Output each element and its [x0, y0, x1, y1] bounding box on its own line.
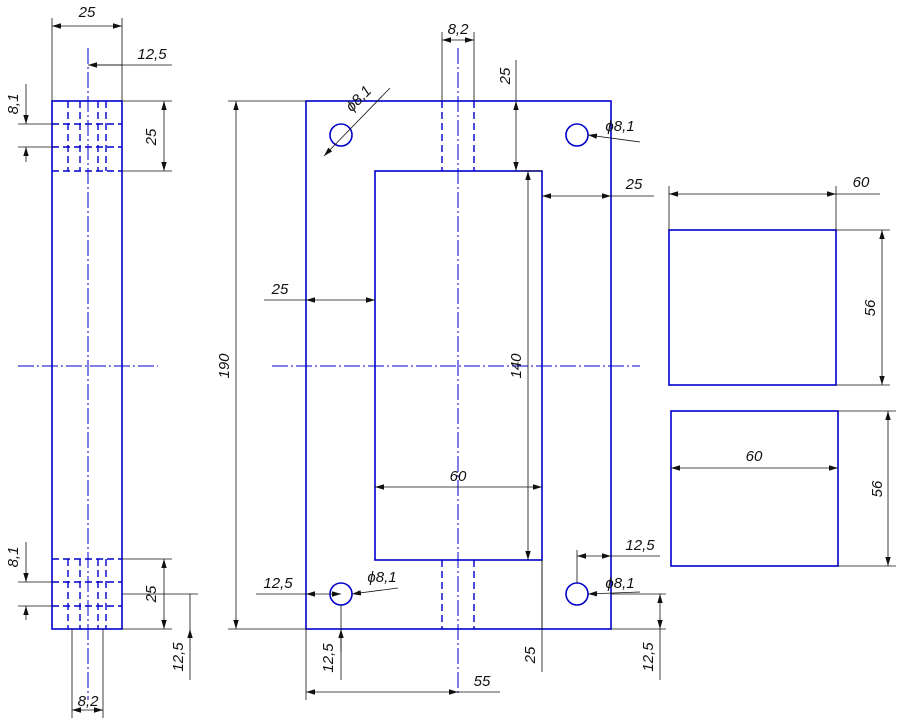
front-view-dimensions: 8,2 25 ϕ8,1 ϕ8,1 25 25 190 [216, 21, 666, 700]
mounting-hole-top-left [329, 123, 353, 147]
dim-front-height: 190 [216, 353, 233, 379]
dim-front-window-height: 140 [508, 353, 525, 379]
side-view: 25 12,5 8,1 25 8,1 25 [5, 4, 198, 718]
dim-front-left-offset: 12,5 [263, 575, 293, 592]
dim-side-top-hole: 8,1 [5, 94, 22, 115]
dim-side-top-offset: 12,5 [137, 46, 167, 63]
dim-front-bottom-left: 12,5 [320, 643, 337, 673]
dim-plate-bottom-height: 56 [869, 480, 886, 497]
side-view-bottom-holes [52, 558, 122, 629]
dim-front-bottom-right: 12,5 [640, 642, 657, 672]
dim-front-hole-bottom-right: ϕ8,1 [605, 575, 634, 592]
dim-front-right-offset: 12,5 [625, 537, 655, 554]
dim-side-bottom-hole: 8,1 [5, 547, 22, 568]
side-view-outline [51, 100, 123, 630]
dim-plate-bottom-width: 60 [746, 448, 763, 465]
dim-front-half-width: 55 [474, 673, 491, 690]
plate-top-dimensions: 60 56 [668, 174, 890, 386]
dim-plate-top-width: 60 [853, 174, 870, 191]
side-view-dimensions: 25 12,5 8,1 25 8,1 25 [5, 4, 198, 718]
dim-side-bottom-width: 8,2 [78, 693, 100, 710]
dim-plate-top-height: 56 [862, 299, 879, 316]
plate-top-outline [668, 229, 837, 386]
plate-bottom-dimensions: 60 56 [671, 410, 896, 567]
dim-side-bottom-offset: 12,5 [170, 642, 187, 672]
dim-side-top-width: 25 [78, 4, 96, 21]
dim-front-bottom-margin: 25 [522, 646, 539, 664]
dim-side-top-depth: 25 [143, 128, 160, 146]
front-view: 8,2 25 ϕ8,1 ϕ8,1 25 25 190 [216, 21, 666, 700]
front-view-bottom-slot [441, 560, 475, 629]
plate-bottom: 60 56 [670, 410, 896, 567]
dim-front-slot-width: 8,2 [448, 21, 470, 38]
mounting-hole-top-right [565, 123, 589, 147]
front-view-top-slot [441, 101, 475, 171]
plate-bottom-outline [670, 410, 839, 567]
side-view-top-holes [52, 101, 122, 172]
dim-front-hole-bottom-left: ϕ8,1 [367, 569, 396, 586]
dim-front-left-margin: 25 [271, 281, 289, 298]
plate-top: 60 56 [668, 174, 890, 386]
mounting-hole-bottom-right [565, 582, 589, 606]
dim-front-right-margin: 25 [625, 176, 643, 193]
dim-front-hole-top-left: ϕ8,1 [342, 82, 375, 115]
dim-front-window-width: 60 [450, 468, 467, 485]
dim-front-top-margin: 25 [497, 67, 514, 85]
dim-front-hole-top-right: ϕ8,1 [605, 118, 634, 135]
